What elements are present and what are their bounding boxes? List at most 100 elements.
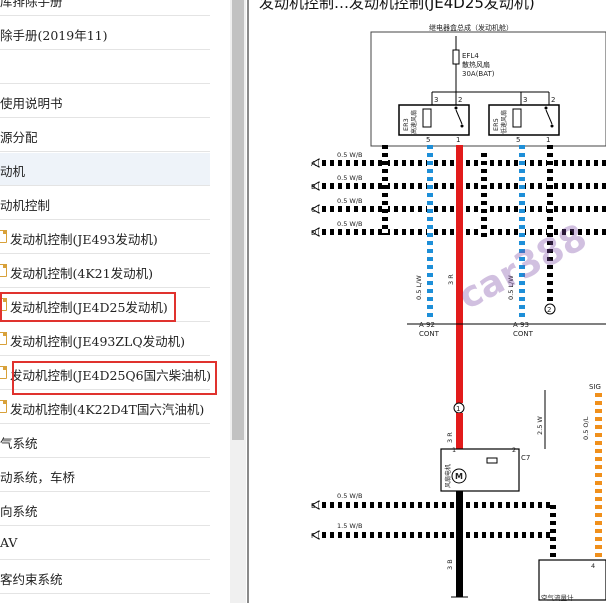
bus-d-label: D — [311, 229, 316, 237]
fan-pin-2: 2 — [512, 446, 516, 454]
relay-er5-code: ER5 — [492, 118, 500, 131]
wire-label-o: 0.5 O/L — [582, 416, 590, 440]
fuse-code: EFL4 — [462, 52, 479, 60]
tree-item[interactable]: 发动机控制(JE493ZLQ发动机) — [0, 323, 210, 356]
afm-pin-4: 4 — [591, 562, 595, 570]
tree-item-label: 动机 — [0, 164, 26, 179]
tree-item-label: AV — [0, 535, 18, 550]
fuse-rating: 30A(BAT) — [462, 70, 495, 78]
wire-label-25w: 2.5 W — [536, 416, 544, 435]
wire-blue-2 — [519, 145, 525, 320]
tree-item-label: 发动机控制(JE493ZLQ发动机) — [10, 334, 185, 349]
connector-a92: A 92 — [419, 321, 435, 329]
connector-cont-2: CONT — [513, 330, 534, 338]
tree-item[interactable]: 动机控制 — [0, 187, 210, 220]
relay-er3-pin-3: 3 — [434, 96, 438, 104]
tree-item[interactable]: 气系统 — [0, 425, 210, 458]
wire-label-3r: 3 R — [447, 274, 455, 285]
tree-item[interactable]: 源分配 — [0, 119, 210, 152]
tree-item-label: 发动机控制(JE4D25发动机) — [10, 300, 168, 315]
document-icon — [0, 230, 7, 243]
wire-black-3 — [382, 145, 388, 235]
fuse-name: 散热风扇 — [462, 60, 490, 69]
wire-ground — [456, 491, 463, 597]
tree-item-label: 使用说明书 — [0, 96, 63, 111]
tree-item[interactable]: 使用说明书 — [0, 85, 210, 118]
relay-er3-pin-5: 5 — [426, 136, 430, 144]
tree-item[interactable]: 除手册(2019年11) — [0, 17, 210, 50]
bus-d-wire: 0.5 W/B — [337, 220, 362, 228]
wire-blue-1 — [427, 145, 433, 320]
tree-item-label: 发动机控制(4K22D4T国六汽油机) — [10, 402, 205, 417]
wire-label-lw: 0.5 L/W — [415, 275, 423, 300]
afm-label: 空气流量计 — [541, 593, 574, 602]
relay-er5-name: 低速风扇 — [500, 110, 508, 134]
bus-a-wire: 0.5 W/B — [337, 151, 362, 159]
bus-a-label: A — [311, 160, 316, 168]
relay-er3-pin-2: 2 — [458, 96, 462, 104]
document-icon — [0, 264, 7, 277]
tree-item-label: 动系统，车桥 — [0, 470, 76, 485]
bus-f-line — [319, 532, 556, 538]
pin-circle-1-label: 1 — [456, 405, 460, 413]
bus-f-label: F — [311, 532, 315, 540]
motor-symbol — [451, 468, 467, 484]
tree-item[interactable]: 库排除手册 — [0, 0, 210, 16]
tree-item-label: 向系统 — [0, 504, 38, 519]
document-icon — [0, 298, 7, 311]
connector-a93: A 93 — [513, 321, 529, 329]
air-flow-meter — [538, 559, 606, 601]
tree-item[interactable]: 动系统，车桥 — [0, 459, 210, 492]
tree-item-label: 源分配 — [0, 130, 38, 145]
tree-item[interactable]: AV — [0, 527, 210, 560]
document-icon — [0, 366, 7, 379]
wiring-diagram: 继电器盒总成（发动机舱） EFL4 散热风扇 30A(BAT) ER3 高速风扇… — [310, 23, 606, 602]
tree-item[interactable]: 发动机控制(JE4D25Q6国六柴油机) — [0, 357, 210, 390]
bus-e-wire: 0.5 W/B — [337, 492, 362, 500]
tree-item-label: 除手册(2019年11) — [0, 28, 108, 43]
relay-er3-code: ER3 — [402, 118, 410, 131]
relay-er5-pin-2: 2 — [551, 96, 555, 104]
tree-item[interactable]: 向系统 — [0, 493, 210, 526]
sidebar-scrollbar-thumb[interactable] — [232, 0, 244, 440]
tree-item[interactable]: 客约束系统 — [0, 561, 210, 594]
tree-item-label: 库排除手册 — [0, 0, 63, 9]
bus-e-line — [319, 502, 556, 508]
document-viewer[interactable]: 继电器盒总成（发动机舱） EFL4 散热风扇 30A(BAT) ER3 高速风扇… — [249, 0, 606, 603]
relay-er3 — [398, 104, 470, 136]
fan-connector-c7: C7 — [521, 454, 530, 462]
tree-item[interactable] — [0, 51, 210, 84]
page-title: 发动机控制…发动机控制(JE4D25发动机) — [259, 0, 535, 12]
relay-er3-pin-1: 1 — [456, 136, 460, 144]
relay-box-label: 继电器盒总成（发动机舱） — [429, 23, 513, 32]
tree-item-label: 发动机控制(4K21发动机) — [10, 266, 153, 281]
document-icon — [0, 400, 7, 413]
tree-item[interactable]: 发动机控制(JE4D25发动机) — [0, 289, 210, 322]
bus-e-label: E — [311, 502, 315, 510]
tree-item-label: 气系统 — [0, 436, 38, 451]
tree-item-label: 客约束系统 — [0, 572, 63, 587]
wire-orange — [595, 392, 602, 567]
relay-er5-pin-3: 3 — [523, 96, 527, 104]
fan-pin-1: 1 — [452, 446, 456, 454]
bus-c-wire: 0.5 W/B — [337, 197, 362, 205]
wire-red-lower — [456, 413, 463, 449]
bus-b-wire: 0.5 W/B — [337, 174, 362, 182]
wire-black-2 — [481, 150, 487, 240]
fan-motor-block — [440, 448, 520, 492]
relay-er5-pin-1: 1 — [546, 136, 550, 144]
pane-divider[interactable] — [247, 0, 249, 603]
relay-er3-name: 高速风扇 — [410, 110, 418, 134]
tree-item[interactable]: 发动机控制(4K22D4T国六汽油机) — [0, 391, 210, 424]
tree-item[interactable]: 动机 — [0, 153, 210, 186]
sidebar-tree: 库排除手册除手册(2019年11) 使用说明书源分配动机动机控制发动机控制(JE4… — [0, 0, 230, 603]
tree-item[interactable]: 发动机控制(4K21发动机) — [0, 255, 210, 288]
tree-item[interactable]: 发动机控制(JE493发动机) — [0, 221, 210, 254]
bus-f-wire: 1.5 W/B — [337, 522, 362, 530]
fuse-efl4-symbol — [452, 49, 460, 65]
relay-er5-pin-5: 5 — [516, 136, 520, 144]
wire-label-3r2: 3 R — [446, 432, 454, 443]
tree-item-label: 动机控制 — [0, 198, 51, 213]
relay-box-outline — [370, 31, 606, 147]
tree-item-label: 发动机控制(JE4D25Q6国六柴油机) — [10, 368, 210, 383]
